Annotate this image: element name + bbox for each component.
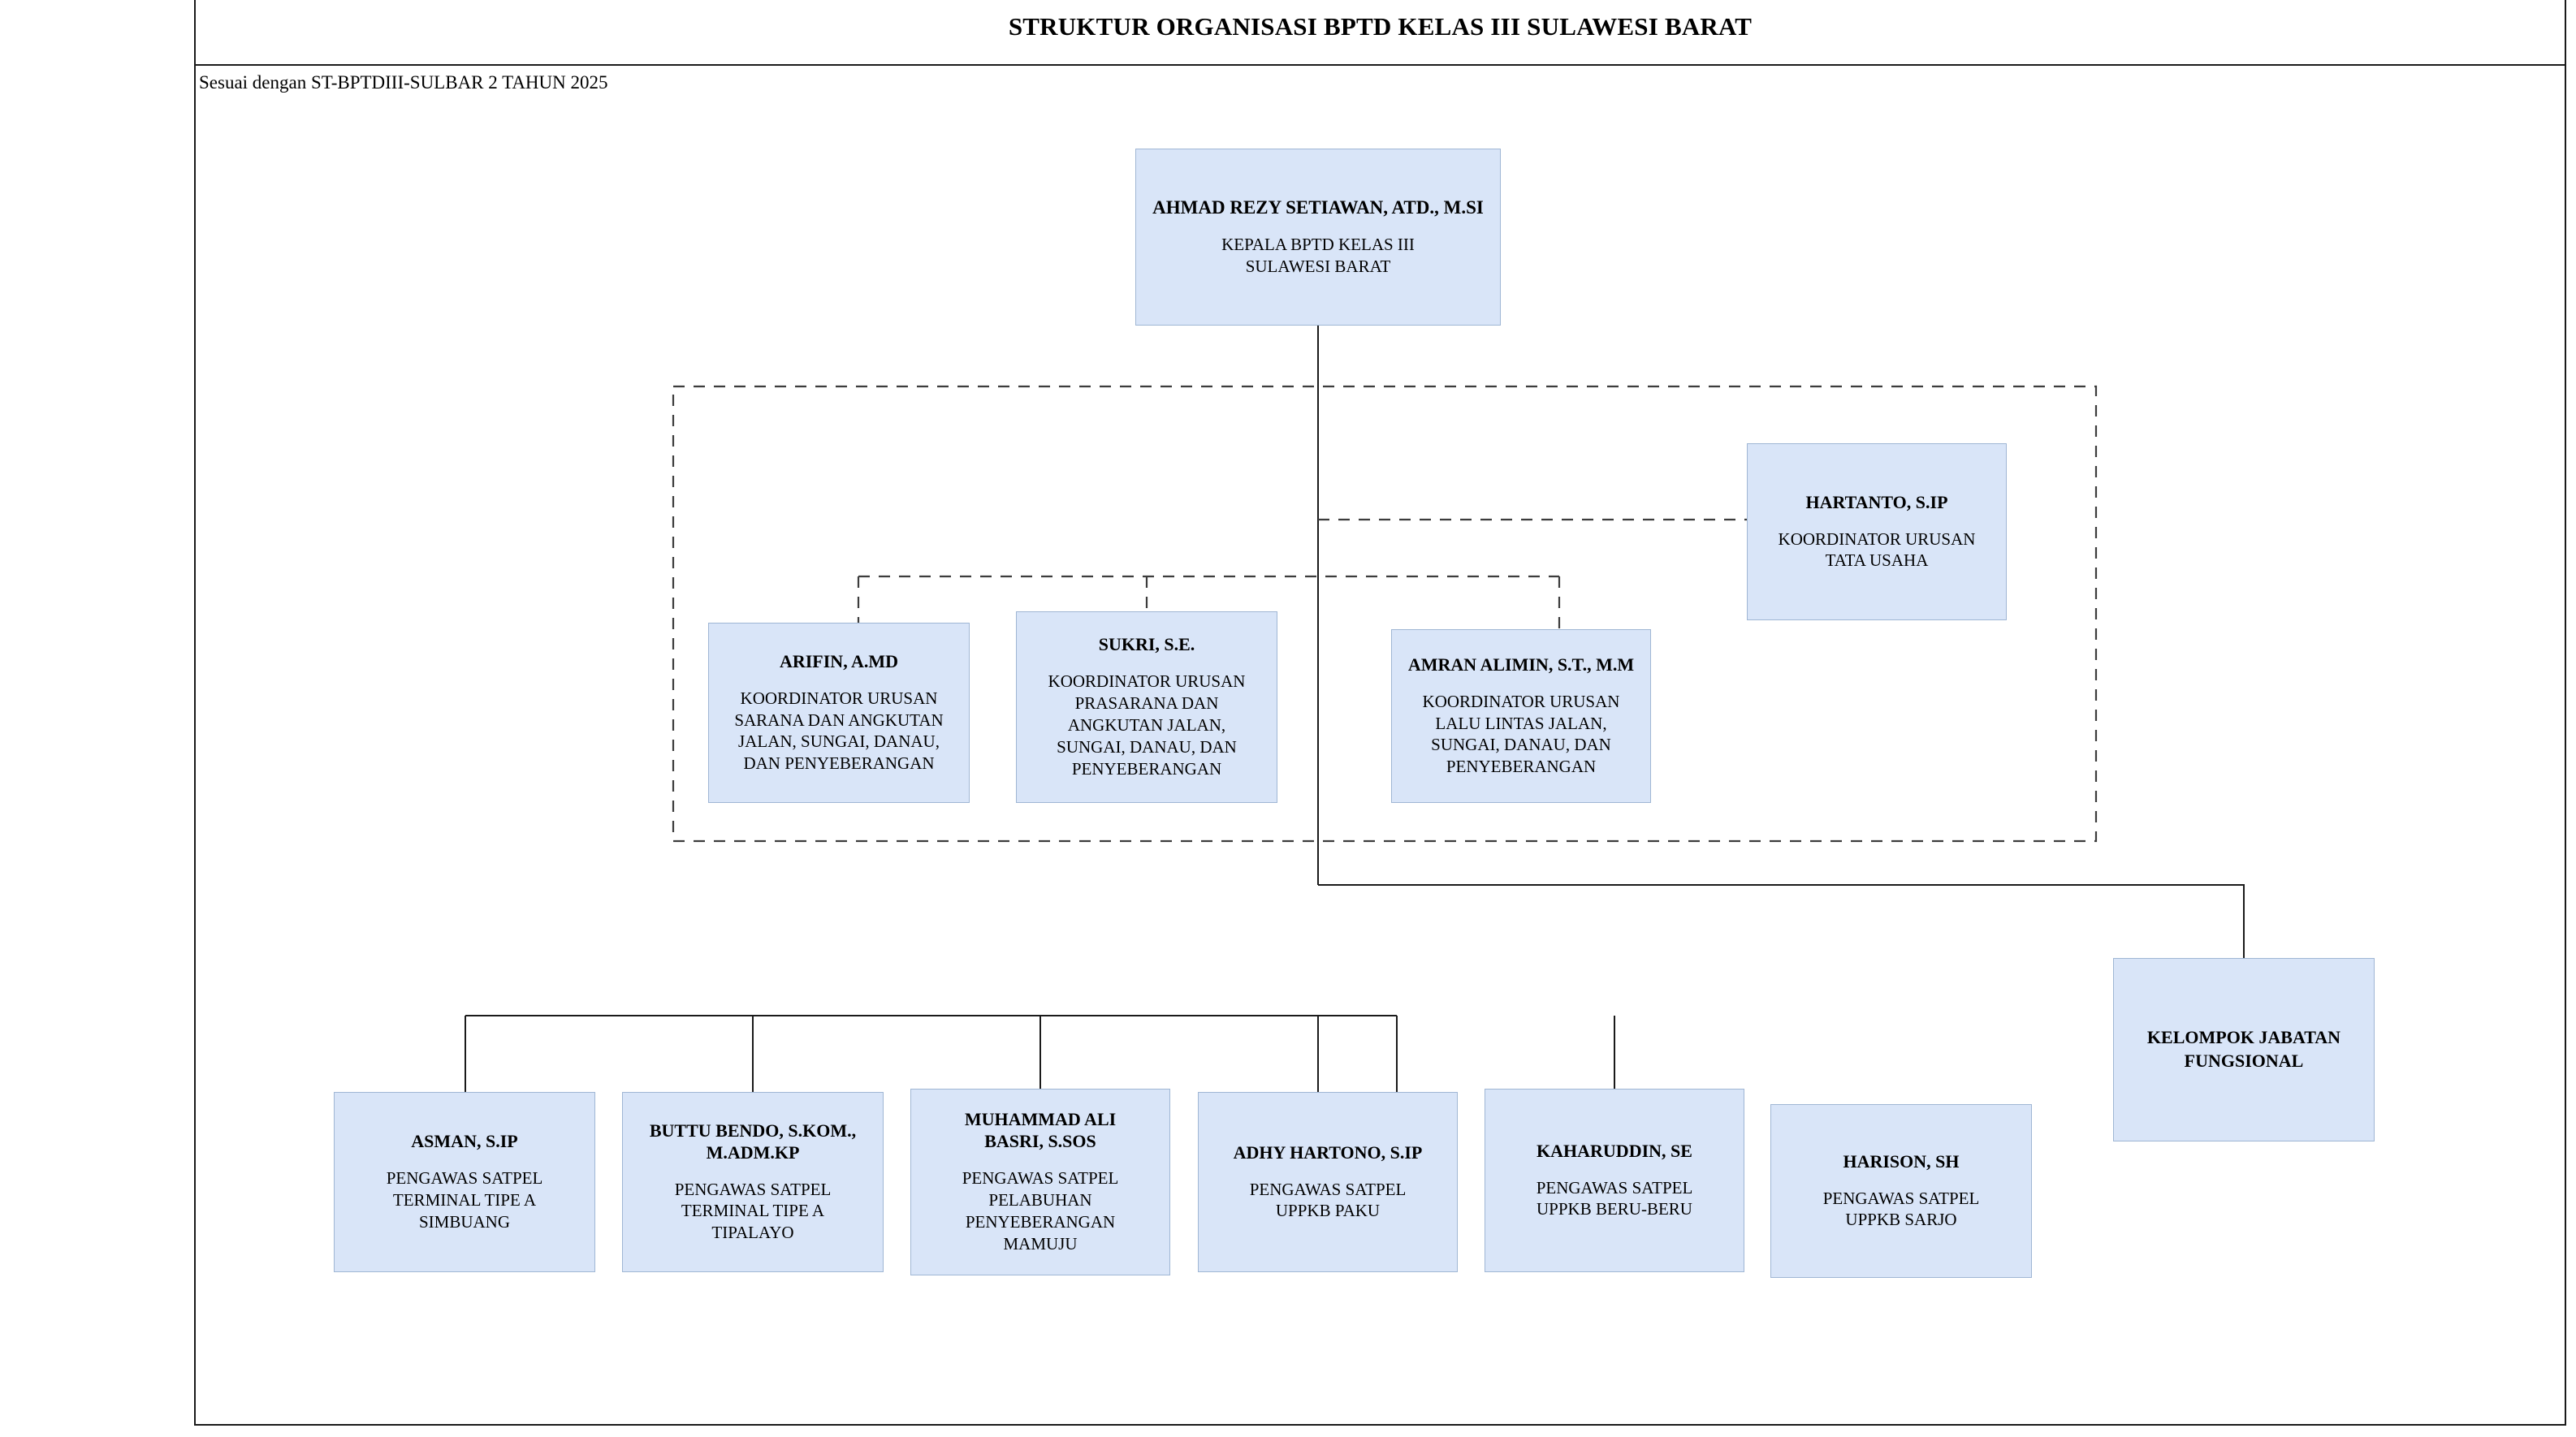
node-mamuju-title: PENGAWAS SATPEL PELABUHAN PENYEBERANGAN … [962, 1167, 1119, 1255]
node-prasarana-title-line2: PRASARANA DAN [1074, 693, 1219, 714]
node-koordinator-lalu-lintas[interactable]: AMRAN ALIMIN, S.T., M.M KOORDINATOR URUS… [1391, 629, 1651, 803]
node-kepala-name: AHMAD REZY SETIAWAN, ATD., M.SI [1152, 197, 1484, 218]
node-sarjo-name: HARISON, SH [1843, 1150, 1960, 1172]
node-mamuju-title-line1: PENGAWAS SATPEL [962, 1168, 1119, 1189]
node-sarana-name: ARIFIN, A.MD [779, 650, 899, 671]
node-mamuju-title-line4: MAMUJU [1003, 1233, 1078, 1254]
node-lalulintas-title-line1: KOORDINATOR URUSAN [1422, 691, 1620, 711]
node-prasarana-title-line3: ANGKUTAN JALAN, [1067, 714, 1226, 735]
node-pengawas-simbuang[interactable]: ASMAN, S.IP PENGAWAS SATPEL TERMINAL TIP… [334, 1092, 595, 1272]
node-tipalayo-title-line2: TERMINAL TIPE A [681, 1201, 825, 1221]
node-simbuang-title: PENGAWAS SATPEL TERMINAL TIPE A SIMBUANG [387, 1167, 543, 1233]
node-prasarana-title-line5: PENYEBERANGAN [1071, 758, 1222, 779]
node-tipalayo-title-line3: TIPALAYO [711, 1223, 794, 1243]
node-kepala-title-line1: KEPALA BPTD KELAS III [1221, 235, 1415, 255]
node-lalulintas-title-line2: LALU LINTAS JALAN, [1435, 713, 1607, 733]
node-fungsional-name-line2: FUNGSIONAL [2184, 1051, 2304, 1071]
node-sarana-title-line3: JALAN, SUNGAI, DANAU, [738, 731, 940, 752]
node-tipalayo-name-line2: M.ADM.KP [706, 1141, 800, 1163]
node-koordinator-prasarana[interactable]: SUKRI, S.E. KOORDINATOR URUSAN PRASARANA… [1016, 611, 1277, 803]
node-paku-title-line2: UPPKB PAKU [1275, 1201, 1381, 1221]
node-tata-usaha-title: KOORDINATOR URUSAN TATA USAHA [1779, 529, 1976, 572]
node-mamuju-name-line2: BASRI, S.SOS [984, 1131, 1096, 1152]
node-tipalayo-name: BUTTU BENDO, S.KOM., M.ADM.KP [650, 1120, 856, 1164]
node-tipalayo-title-line1: PENGAWAS SATPEL [674, 1179, 832, 1199]
node-fungsional-name-line1: KELOMPOK JABATAN [2146, 1027, 2341, 1048]
node-mamuju-title-line2: PELABUHAN [988, 1189, 1092, 1210]
node-simbuang-title-line1: PENGAWAS SATPEL [386, 1168, 543, 1189]
node-prasarana-title-line4: SUNGAI, DANAU, DAN [1057, 736, 1237, 757]
node-pengawas-paku[interactable]: ADHY HARTONO, S.IP PENGAWAS SATPEL UPPKB… [1198, 1092, 1458, 1272]
node-prasarana-title-line1: KOORDINATOR URUSAN [1048, 671, 1246, 692]
node-lalulintas-title: KOORDINATOR URUSAN LALU LINTAS JALAN, SU… [1423, 691, 1620, 779]
node-pengawas-mamuju[interactable]: MUHAMMAD ALI BASRI, S.SOS PENGAWAS SATPE… [910, 1089, 1170, 1275]
page-title: STRUKTUR ORGANISASI BPTD KELAS III SULAW… [1008, 12, 1753, 41]
frame-left-border [194, 0, 196, 1426]
node-paku-title: PENGAWAS SATPEL UPPKB PAKU [1250, 1179, 1407, 1223]
node-pengawas-beru-beru[interactable]: KAHARUDDIN, SE PENGAWAS SATPEL UPPKB BER… [1485, 1089, 1744, 1272]
node-simbuang-name: ASMAN, S.IP [411, 1131, 518, 1152]
node-kepala-title: KEPALA BPTD KELAS III SULAWESI BARAT [1221, 234, 1415, 278]
node-mamuju-name-line1: MUHAMMAD ALI [964, 1109, 1117, 1130]
node-mamuju-name: MUHAMMAD ALI BASRI, S.SOS [965, 1109, 1116, 1153]
node-kepala-bptd[interactable]: AHMAD REZY SETIAWAN, ATD., M.SI KEPALA B… [1135, 149, 1501, 326]
node-kepala-title-line2: SULAWESI BARAT [1245, 257, 1391, 277]
node-beruberu-title-line2: UPPKB BERU-BERU [1537, 1199, 1692, 1219]
node-fungsional-name: KELOMPOK JABATAN FUNGSIONAL [2147, 1026, 2340, 1072]
branch-to-fungsional [1318, 884, 2245, 958]
node-lalulintas-title-line4: PENYEBERANGAN [1446, 757, 1597, 777]
frame-right-border [2565, 0, 2566, 1426]
node-sarjo-title-line1: PENGAWAS SATPEL [1822, 1188, 1980, 1208]
node-paku-name: ADHY HARTONO, S.IP [1233, 1141, 1423, 1163]
node-lalulintas-name: AMRAN ALIMIN, S.T., M.M [1407, 654, 1635, 675]
frame-bottom-border [194, 1424, 2566, 1426]
frame-header-divider [194, 64, 2566, 66]
node-sarjo-title-line2: UPPKB SARJO [1845, 1210, 1957, 1230]
node-beruberu-title-line1: PENGAWAS SATPEL [1536, 1177, 1693, 1198]
node-paku-title-line1: PENGAWAS SATPEL [1249, 1179, 1407, 1199]
node-tata-usaha-name: HARTANTO, S.IP [1805, 491, 1948, 512]
node-tipalayo-title: PENGAWAS SATPEL TERMINAL TIPE A TIPALAYO [675, 1179, 832, 1245]
node-sarana-title: KOORDINATOR URUSAN SARANA DAN ANGKUTAN J… [734, 688, 943, 775]
node-koordinator-sarana[interactable]: ARIFIN, A.MD KOORDINATOR URUSAN SARANA D… [708, 623, 970, 803]
node-sarjo-title: PENGAWAS SATPEL UPPKB SARJO [1823, 1188, 1980, 1232]
node-beruberu-name: KAHARUDDIN, SE [1537, 1140, 1692, 1161]
node-tata-usaha-title-line2: TATA USAHA [1825, 550, 1929, 571]
node-pengawas-tipalayo[interactable]: BUTTU BENDO, S.KOM., M.ADM.KP PENGAWAS S… [622, 1092, 884, 1272]
node-pengawas-sarjo[interactable]: HARISON, SH PENGAWAS SATPEL UPPKB SARJO [1770, 1104, 2032, 1278]
node-tata-usaha-title-line1: KOORDINATOR URUSAN [1778, 529, 1976, 549]
node-sarana-title-line2: SARANA DAN ANGKUTAN [734, 710, 944, 730]
node-beruberu-title: PENGAWAS SATPEL UPPKB BERU-BERU [1537, 1177, 1693, 1221]
node-simbuang-title-line2: TERMINAL TIPE A [392, 1189, 537, 1210]
node-lalulintas-title-line3: SUNGAI, DANAU, DAN [1431, 735, 1611, 755]
node-mamuju-title-line3: PENYEBERANGAN [965, 1211, 1116, 1232]
node-sarana-title-line1: KOORDINATOR URUSAN [740, 688, 938, 708]
node-kelompok-jabatan-fungsional[interactable]: KELOMPOK JABATAN FUNGSIONAL [2113, 958, 2375, 1141]
page-subtitle: Sesuai dengan ST-BPTDIII-SULBAR 2 TAHUN … [199, 72, 608, 93]
node-prasarana-name: SUKRI, S.E. [1098, 634, 1195, 655]
node-sarana-title-line4: DAN PENYEBERANGAN [743, 753, 935, 774]
node-prasarana-title: KOORDINATOR URUSAN PRASARANA DAN ANGKUTA… [1048, 671, 1246, 779]
node-koordinator-tata-usaha[interactable]: HARTANTO, S.IP KOORDINATOR URUSAN TATA U… [1747, 443, 2007, 620]
node-tipalayo-name-line1: BUTTU BENDO, S.KOM., [649, 1120, 857, 1141]
node-simbuang-title-line3: SIMBUANG [418, 1211, 510, 1232]
